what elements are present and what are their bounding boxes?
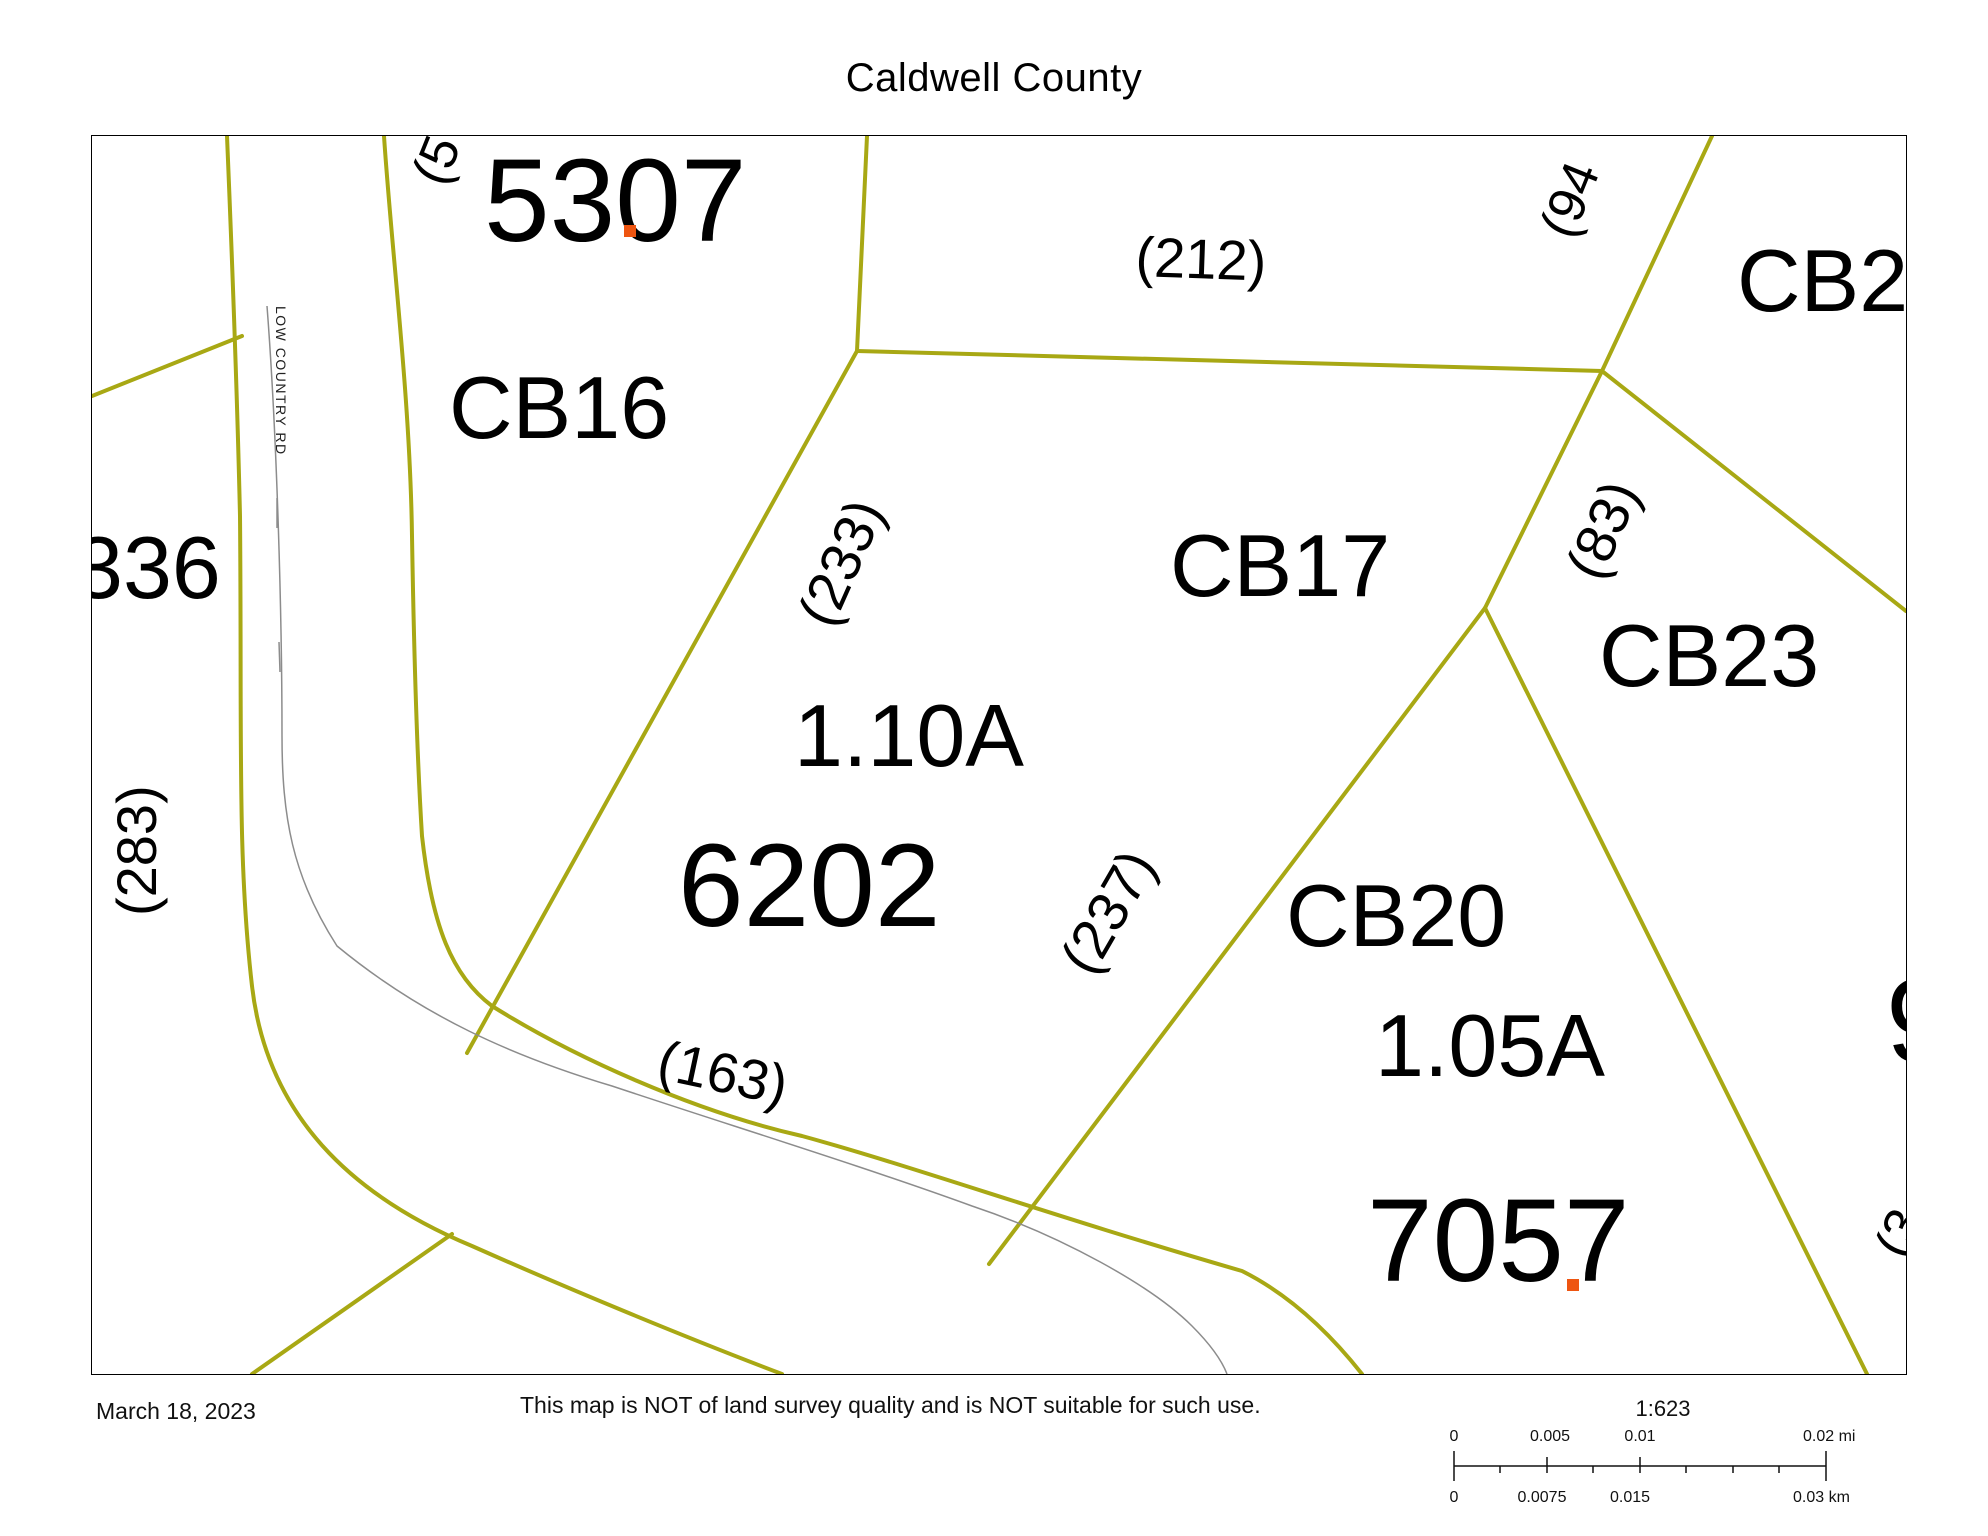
map-disclaimer: This map is NOT of land survey quality a… xyxy=(520,1392,1261,1418)
dimension-94: (94 xyxy=(1529,154,1611,245)
partial-label-5: (5 xyxy=(401,136,472,192)
scale-tick-km: 0 xyxy=(1450,1489,1459,1505)
scale-tick-mi: 0.01 xyxy=(1624,1428,1655,1445)
map-date: March 18, 2023 xyxy=(96,1398,256,1424)
partial-label-9: 9 xyxy=(1886,955,1906,1087)
parcel-id-cb2: CB2 xyxy=(1737,231,1906,330)
scale-tick-mi: 0.02 mi xyxy=(1803,1428,1855,1445)
parcel-number-7057: 7057 xyxy=(1367,1175,1630,1307)
scale-ratio: 1:623 xyxy=(1635,1396,1690,1421)
parcel-line-10 xyxy=(250,1232,454,1374)
scale-tick-mi: 0.005 xyxy=(1530,1428,1570,1445)
dimension-237: (237) xyxy=(1048,839,1168,984)
parcel-id-cb16: CB16 xyxy=(449,358,669,457)
parcel-line-3 xyxy=(855,349,1604,373)
parcel-number-5307: 5307 xyxy=(484,136,747,267)
dimension-233: (233) xyxy=(785,490,896,635)
dimension-163: (163) xyxy=(653,1028,794,1117)
acreage-1-05a: 1.05A xyxy=(1375,996,1605,1095)
parcel-id-cb23: CB23 xyxy=(1599,606,1819,705)
dimension-83: (83) xyxy=(1553,471,1651,588)
parcel-line-6 xyxy=(1483,369,1604,610)
scale-tick-km: 0.0075 xyxy=(1518,1489,1567,1505)
dimension-283: (283) xyxy=(105,785,168,916)
road-tick xyxy=(278,641,281,673)
parcel-id-cb20: CB20 xyxy=(1286,866,1506,965)
address-point-marker[interactable] xyxy=(1567,1279,1579,1291)
road-label: LOW COUNTRY RD xyxy=(273,306,289,456)
parcel-line-2 xyxy=(855,136,869,353)
scale-tick-km: 0.015 xyxy=(1610,1489,1650,1505)
address-point-marker[interactable] xyxy=(624,225,636,237)
partial-label-336: 336 xyxy=(92,518,221,617)
partial-label-3: (3 xyxy=(1864,1201,1906,1266)
parcel-line-9 xyxy=(1483,606,1869,1374)
scale-tick-km: 0.03 km xyxy=(1793,1489,1850,1505)
parcel-line-7 xyxy=(1600,369,1906,613)
parcel-line-4 xyxy=(1600,136,1714,373)
parcel-line-5 xyxy=(465,349,859,1055)
parcel-number-6202: 6202 xyxy=(678,820,941,952)
acreage-1-10a: 1.10A xyxy=(794,686,1024,785)
scale-bar: 1:623 0 0.005 0.01 0.02 mi 0 0.0075 0.01… xyxy=(1440,1395,1880,1506)
road-edge-west xyxy=(225,136,784,1374)
dimension-212: (212) xyxy=(1135,225,1268,293)
scale-tick-mi: 0 xyxy=(1450,1428,1459,1445)
parcel-line-1 xyxy=(92,334,244,398)
parcel-id-cb17: CB17 xyxy=(1170,516,1390,615)
parcel-line-8 xyxy=(987,606,1487,1266)
parcel-map[interactable]: LOW COUNTRY RD (5 5307 CB15 (94 (212) CB… xyxy=(92,136,1906,1374)
map-view[interactable]: LOW COUNTRY RD (5 5307 CB15 (94 (212) CB… xyxy=(91,135,1907,1375)
road-centerline xyxy=(266,305,1228,1374)
page-title: Caldwell County xyxy=(845,56,1143,100)
partial-label-top: CB15 xyxy=(1092,136,1322,148)
